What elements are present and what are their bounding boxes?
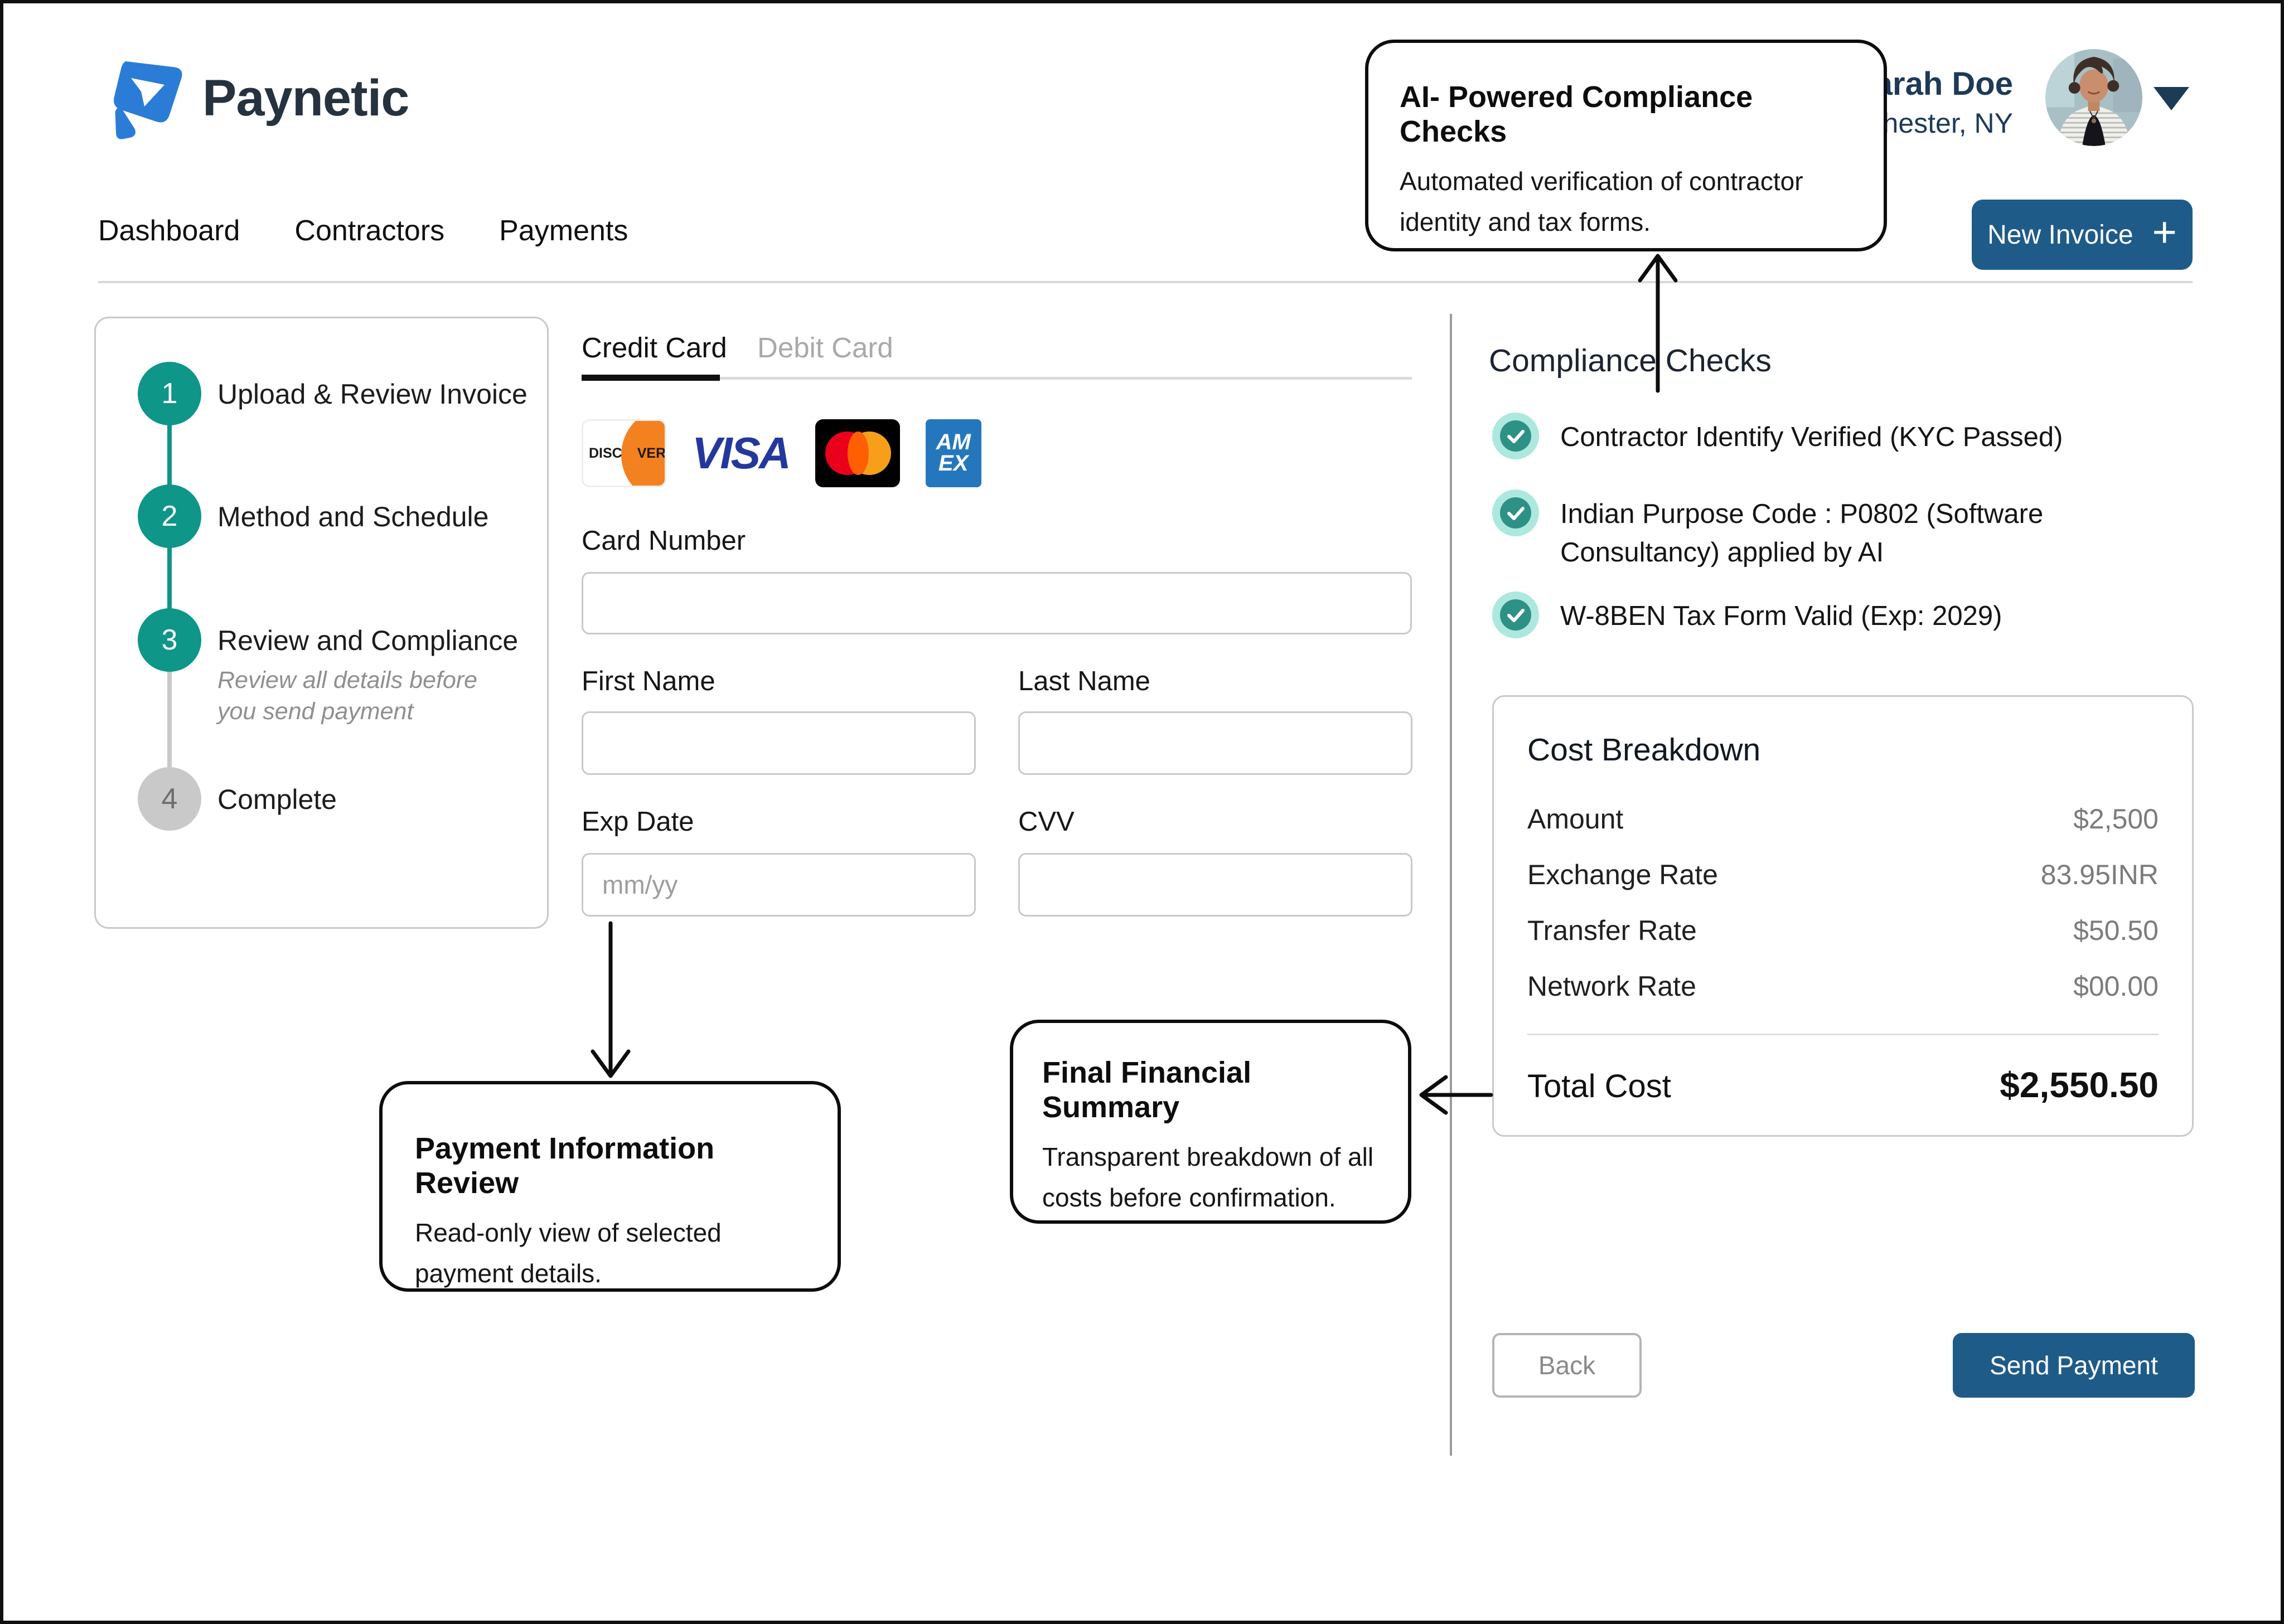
exp-date-input[interactable] <box>582 853 976 917</box>
visa-logo: VISA <box>692 428 791 478</box>
check-icon <box>1492 592 1539 638</box>
callout-ai-compliance: AI- Powered Compliance Checks Automated … <box>1365 40 1887 251</box>
active-tab-indicator <box>582 375 720 381</box>
user-avatar[interactable] <box>2045 49 2142 146</box>
chevron-down-icon[interactable] <box>2154 87 2189 110</box>
tab-divider <box>582 377 1412 380</box>
cost-row-network-rate: Network Rate$00.00 <box>1527 971 2159 1002</box>
new-invoice-label: New Invoice <box>1987 220 2133 250</box>
card-number-label: Card Number <box>582 526 746 556</box>
compliance-item-kyc: Contractor Identify Verified (KYC Passed… <box>1492 413 2206 459</box>
callout-body: Transparent breakdown of all costs befor… <box>1042 1142 1374 1212</box>
cost-row-transfer-rate: Transfer Rate$50.50 <box>1527 915 2159 946</box>
amex-logo: AM EX <box>925 419 981 487</box>
send-payment-button[interactable]: Send Payment <box>1953 1333 2195 1398</box>
nav-contractors[interactable]: Contractors <box>294 215 445 247</box>
nav-payments[interactable]: Payments <box>499 215 628 247</box>
progress-stepper: 1 2 3 4 Upload & Review Invoice Method a… <box>94 317 549 929</box>
check-icon <box>1492 489 1539 536</box>
callout-financial-summary: Final Financial Summary Transparent brea… <box>1010 1020 1411 1224</box>
step-3-label: Review and Compliance <box>217 625 519 656</box>
discover-o-dot <box>622 446 637 460</box>
step-3-subtitle: Review all details before you send payme… <box>217 667 478 725</box>
callout-title: AI- Powered Compliance Checks <box>1400 80 1753 148</box>
cost-breakdown-title: Cost Breakdown <box>1527 732 1761 768</box>
compliance-text: W-8BEN Tax Form Valid (Exp: 2029) <box>1560 601 2002 631</box>
cvv-input[interactable] <box>1018 853 1412 917</box>
card-number-input[interactable] <box>582 572 1412 634</box>
callout-payment-review: Payment Information Review Read-only vie… <box>379 1081 841 1292</box>
cvv-label: CVV <box>1018 807 1075 837</box>
cost-divider <box>1527 1034 2159 1035</box>
step-1-circle: 1 <box>138 362 201 425</box>
avatar-image <box>2045 49 2142 146</box>
last-name-input[interactable] <box>1018 711 1412 775</box>
compliance-item-purpose-code: Indian Purpose Code : P0802 (Software Co… <box>1492 489 2206 571</box>
tab-debit-card[interactable]: Debit Card <box>757 332 893 363</box>
total-cost-value: $2,550.50 <box>2000 1065 2159 1105</box>
step-connector <box>167 516 172 640</box>
callout-body: Read-only view of selected payment detai… <box>415 1218 722 1288</box>
total-cost-label: Total Cost <box>1527 1068 1671 1104</box>
plus-icon: + <box>2152 209 2177 256</box>
step-2-label: Method and Schedule <box>217 501 489 532</box>
mastercard-logo <box>815 419 900 487</box>
paynetic-logo-icon <box>114 61 182 139</box>
cost-row-amount: Amount$2,500 <box>1527 803 2159 835</box>
step-1-label: Upload & Review Invoice <box>217 379 528 410</box>
last-name-label: Last Name <box>1018 666 1150 696</box>
cost-breakdown-card: Cost Breakdown Amount$2,500 Exchange Rat… <box>1492 695 2194 1137</box>
first-name-input[interactable] <box>582 711 976 775</box>
compliance-text: Indian Purpose Code : P0802 (Software Co… <box>1560 499 2044 568</box>
brand-logo: Paynetic <box>101 56 409 140</box>
brand-name: Paynetic <box>202 69 409 127</box>
step-2-circle: 2 <box>138 484 201 548</box>
step-connector <box>167 640 172 799</box>
compliance-text: Contractor Identify Verified (KYC Passed… <box>1560 422 2063 452</box>
nav-dashboard[interactable]: Dashboard <box>98 215 240 247</box>
tab-credit-card[interactable]: Credit Card <box>582 332 727 363</box>
compliance-item-tax-form: W-8BEN Tax Form Valid (Exp: 2029) <box>1492 592 2206 638</box>
step-4-label: Complete <box>217 784 337 815</box>
compliance-title: Compliance Checks <box>1489 343 1772 379</box>
mastercard-overlap <box>847 432 869 475</box>
check-icon <box>1492 413 1539 459</box>
callout-title: Payment Information Review <box>415 1132 715 1200</box>
main-nav: Dashboard Contractors Payments <box>98 214 628 248</box>
back-button[interactable]: Back <box>1492 1333 1642 1398</box>
first-name-label: First Name <box>582 666 715 696</box>
new-invoice-button[interactable]: New Invoice + <box>1972 200 2193 270</box>
callout-body: Automated verification of contractor ide… <box>1400 167 1803 236</box>
panel-divider <box>1450 314 1452 1456</box>
step-connector <box>167 394 172 516</box>
callout-title: Final Financial Summary <box>1042 1056 1252 1124</box>
cost-total-row: Total Cost $2,550.50 <box>1527 1064 2159 1106</box>
step-3-circle: 3 <box>138 608 201 672</box>
exp-date-label: Exp Date <box>582 807 694 837</box>
step-4-circle: 4 <box>138 767 201 831</box>
header-divider <box>98 281 2193 283</box>
